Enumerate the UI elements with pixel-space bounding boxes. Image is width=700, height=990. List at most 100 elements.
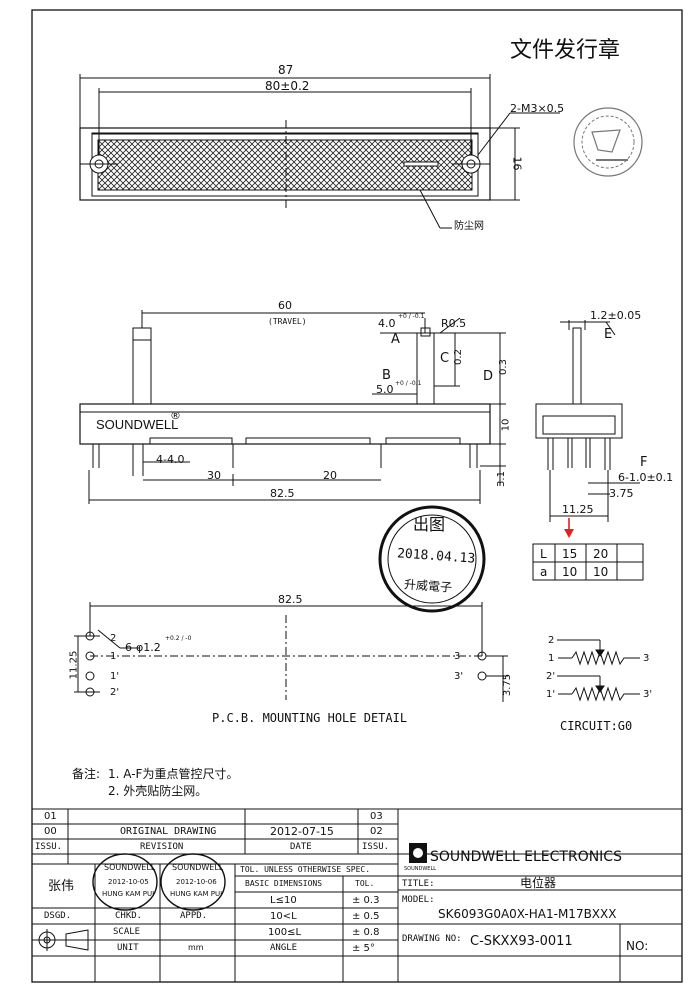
label-d: D <box>483 369 494 384</box>
note-1: 1. A-F为重点管控尺寸。 <box>108 767 239 781</box>
dim-10: 10 <box>500 418 512 432</box>
circuit-p2p: 2' <box>546 671 556 682</box>
rev-03: 03 <box>370 811 383 822</box>
tol-row-3-dim: 100≤L <box>268 927 302 938</box>
note-2: 2. 外壳贴防尘网。 <box>108 784 208 798</box>
stamp-1-top: SOUNDWELL <box>104 863 156 872</box>
label-c: C <box>440 351 450 366</box>
dim-c-value: 0.2 <box>452 349 464 365</box>
dim-travel: 60 <box>278 299 292 312</box>
dim-11-25: 11.25 <box>562 503 594 516</box>
title-header: TITLE: <box>402 879 435 889</box>
circuit-diagram <box>557 639 640 702</box>
model-header: MODEL: <box>402 895 435 905</box>
screw-label: 2-M3×0.5 <box>510 102 565 115</box>
la-row-2-v1: 10 <box>562 565 578 579</box>
stamp-2-date: 2012-10-06 <box>176 878 217 886</box>
release-stamp-title: 文件发行章 <box>510 38 621 63</box>
pcb-pin-2p: 2' <box>110 687 120 698</box>
revision-header: REVISION <box>140 842 184 852</box>
rev-00: 00 <box>44 826 57 837</box>
pcb-pin-1p: 1' <box>110 671 120 682</box>
pcb-hole-tol: +0.2 / -0 <box>165 635 192 642</box>
tol-row-3-tol: ± 0.8 <box>352 927 380 938</box>
pcb-pin-3p: 3' <box>454 671 464 682</box>
dim-a-value: 4.0 <box>378 317 396 330</box>
approval-stamps <box>92 853 226 911</box>
company-logo-icon <box>409 843 427 863</box>
dsgd-label: DSGD. <box>44 911 72 921</box>
tol-row-1-dim: L≤10 <box>270 895 297 906</box>
tol-row-2-dim: 10<L <box>270 911 297 922</box>
issue-stamp <box>378 505 486 613</box>
circuit-p3: 3 <box>643 653 650 664</box>
label-e: E <box>604 327 613 342</box>
stamp-1-date: 2012-10-05 <box>108 878 149 886</box>
model-value: SK6093G0A0X-HA1-M17BXXX <box>438 907 617 921</box>
circuit-p2: 2 <box>548 635 555 646</box>
label-b: B <box>382 368 391 383</box>
company-name-small: SOUNDWELL <box>404 866 437 872</box>
label-f: F <box>640 455 648 470</box>
pcb-pin-2: 2 <box>110 633 117 644</box>
la-row-1-label: L <box>540 547 547 561</box>
company-name: SOUNDWELL ELECTRONICS <box>430 849 622 865</box>
no-header: NO: <box>626 939 649 953</box>
title-value: 电位器 <box>520 876 557 890</box>
angle-tol: ± 5° <box>352 943 375 954</box>
stamp-2-top: SOUNDWELL <box>172 863 224 872</box>
pcb-dim-3-75: 3.75 <box>502 673 514 697</box>
tol-spec: TOL. UNLESS OTHERWISE SPEC. <box>240 865 371 874</box>
top-view <box>79 74 560 229</box>
tol-row-1-tol: ± 0.3 <box>352 895 380 906</box>
basic-dimensions: BASIC DIMENSIONS <box>245 879 323 888</box>
end-view <box>535 320 640 522</box>
travel-label: (TRAVEL) <box>268 317 307 326</box>
unit-value: mm <box>188 943 204 952</box>
dim-f: 6-1.0±0.1 <box>618 471 674 484</box>
signer-name: 张伟 <box>48 879 75 894</box>
label-a: A <box>391 332 400 347</box>
rev-01: 01 <box>44 811 57 822</box>
pcb-pin-3: 3 <box>454 651 461 662</box>
registered-mark: ® <box>170 409 181 422</box>
company-seal-icon <box>573 107 643 177</box>
dim-holes: 80±0.2 <box>265 79 310 93</box>
pcb-dim-11-25: 11.25 <box>68 650 80 680</box>
date-value: 2012-07-15 <box>270 825 334 838</box>
dim-3-75: 3.75 <box>609 487 634 500</box>
radius-label: R0.5 <box>441 317 467 330</box>
circuit-label: CIRCUIT:G0 <box>560 719 633 733</box>
date-header: DATE <box>290 842 312 852</box>
dust-net-label: 防尘网 <box>454 221 484 232</box>
dim-e: 1.2±0.05 <box>590 309 642 322</box>
la-row-2-v2: 10 <box>593 565 609 579</box>
appd-label: APPD. <box>180 911 208 921</box>
pcb-title: P.C.B. MOUNTING HOLE DETAIL <box>212 711 408 725</box>
dim-30: 30 <box>207 469 221 482</box>
dim-height: 16 <box>510 156 524 171</box>
dim-82-5: 82.5 <box>270 487 295 500</box>
la-row-2-label: a <box>540 565 548 579</box>
brand-label: SOUNDWELL <box>96 417 179 432</box>
issu-header-2: ISSU. <box>362 842 390 852</box>
circuit-p1: 1 <box>548 653 555 664</box>
chkd-label: CHKD. <box>115 911 143 921</box>
angle-label: ANGLE <box>270 943 298 953</box>
pcb-dim-82-5: 82.5 <box>278 593 303 606</box>
title-block-grid <box>32 808 682 983</box>
dim-4-4: 4-4.0 <box>156 453 185 466</box>
rev-02: 02 <box>370 826 383 837</box>
pcb-pin-1: 1 <box>110 651 117 662</box>
dim-b-value: 5.0 <box>376 383 394 396</box>
circuit-p3p: 3' <box>643 689 653 700</box>
dim-d-value: 0.3 <box>497 359 509 375</box>
scale-label: SCALE <box>113 927 141 937</box>
dim-b-tol: +0 / -0.1 <box>395 380 422 387</box>
la-row-1-v2: 20 <box>593 547 609 561</box>
notes-title: 备注: <box>72 767 101 781</box>
la-table-grid <box>532 543 644 581</box>
tol-row-2-tol: ± 0.5 <box>352 911 380 922</box>
